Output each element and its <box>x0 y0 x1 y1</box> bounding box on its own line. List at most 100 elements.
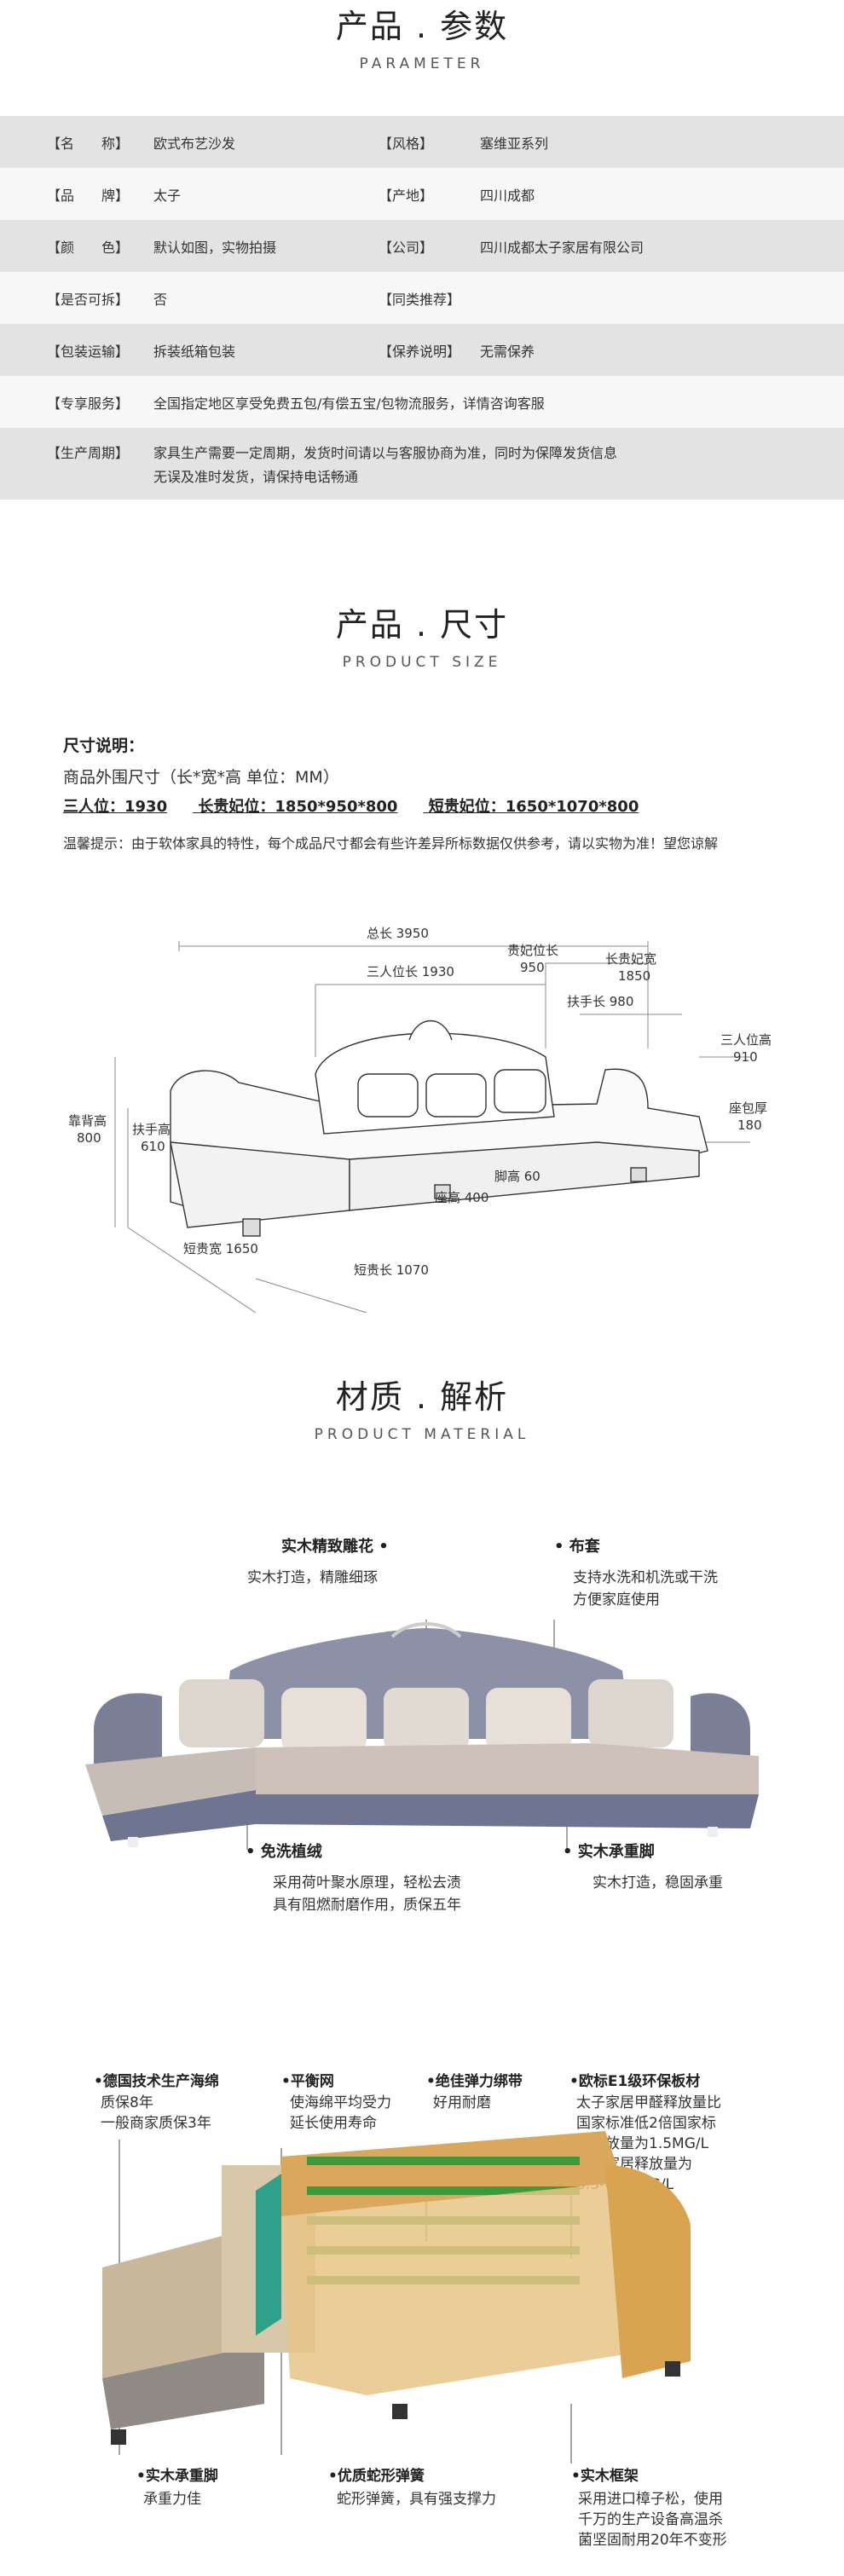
param-row-service: 【专享服务】 全国指定地区享受免费五包/有偿五宝/包物流服务，详情咨询客服 <box>0 376 844 428</box>
param-value-line: 家具生产需要一定周期，发货时间请以与客服协商为准，同时为保障发货信息 <box>153 445 618 461</box>
parameter-title-en: PARAMETER <box>359 55 485 72</box>
material-title-en: PRODUCT MATERIAL <box>314 1426 530 1443</box>
dim-arm-h: 扶手高 <box>132 1122 171 1137</box>
sofa-photo <box>85 1620 759 1850</box>
struct-spring-title: •优质蛇形弹簧 <box>328 2468 425 2485</box>
callout-cover-desc: 支持水洗和机洗或干洗 方便家庭使用 <box>573 1567 718 1611</box>
struct-net-title: •平衡网 <box>281 2073 334 2090</box>
callout-cover-line: 支持水洗和机洗或干洗 <box>573 1569 718 1586</box>
parameter-section-title: 产品 . 参数 PARAMETER <box>0 0 844 72</box>
param-label: 【保养说明】 <box>379 343 461 360</box>
dim-leg-h: 脚高 60 <box>494 1169 541 1184</box>
param-value: 家具生产需要一定周期，发货时间请以与客服协商为准，同时为保障发货信息 无误及准时… <box>153 442 617 489</box>
struct-frame-line: 菌坚固耐用20年不变形 <box>578 2532 727 2549</box>
callout-flock-desc: 采用荷叶聚水原理，轻松去渍 具有阻燃耐磨作用，质保五年 <box>273 1872 461 1916</box>
dim-three-h: 三人位高 <box>720 1032 772 1048</box>
dim-long-w: 长贵妃宽 <box>605 951 656 967</box>
param-value: 默认如图，实物拍摄 <box>153 239 277 256</box>
param-label: 【生产周期】 <box>47 445 130 461</box>
param-label: 【专享服务】 <box>47 395 130 412</box>
callout-carving-desc: 实木打造，精雕细琢 <box>247 1569 378 1586</box>
callout-cover-title: • 布套 <box>554 1538 600 1556</box>
struct-sponge-desc: 质保8年 一般商家质保3年 <box>101 2093 211 2134</box>
param-value: 否 <box>153 291 168 308</box>
struct-sponge-line: 质保8年 <box>101 2094 153 2111</box>
dim-back-h-value: 800 <box>77 1130 101 1146</box>
param-value: 塞维亚系列 <box>480 135 549 152</box>
struct-spring-desc: 蛇形弹簧，具有强支撑力 <box>337 2491 496 2508</box>
param-value: 四川成都太子家居有限公司 <box>480 239 645 256</box>
callout-flock-title: • 免洗植绒 <box>246 1843 322 1861</box>
struct-board-line: 国家标准低2倍国家标 <box>576 2115 716 2132</box>
dim-total-len: 总长 3950 <box>367 926 429 941</box>
parameter-title-cn: 产品 . 参数 <box>335 8 509 45</box>
size-dim: 三人位：1930 <box>63 798 168 816</box>
material-section-title: 材质 . 解析 PRODUCT MATERIAL <box>0 1371 844 1443</box>
size-info: 尺寸说明： 商品外围尺寸（长*宽*高 单位：MM） 三人位：1930 长贵妃位：… <box>63 733 813 852</box>
param-label: 【品 牌】 <box>47 187 130 204</box>
param-value: 无需保养 <box>480 343 535 360</box>
struct-frame-desc: 采用进口樟子松，使用 千万的生产设备高温杀 菌坚固耐用20年不变形 <box>578 2489 727 2550</box>
size-outer-dims: 商品外围尺寸（长*宽*高 单位：MM） <box>63 768 339 787</box>
dim-chaise-len: 贵妃位长 <box>507 943 558 958</box>
dim-long-w-value: 1850 <box>618 968 650 984</box>
material-title-cn: 材质 . 解析 <box>335 1378 509 1416</box>
param-label: 【产地】 <box>379 187 434 204</box>
sofa-outline <box>170 1019 708 1237</box>
sofa-structure-image <box>102 2131 691 2463</box>
param-row-color: 【颜 色】 默认如图，实物拍摄 【公司】 四川成都太子家居有限公司 <box>0 220 844 272</box>
struct-net-desc: 使海绵平均受力 延长使用寿命 <box>290 2093 391 2134</box>
param-row-production: 【生产周期】 家具生产需要一定周期，发货时间请以与客服协商为准，同时为保障发货信… <box>0 428 844 500</box>
size-heading: 尺寸说明： <box>63 736 145 755</box>
dim-arm-len: 扶手长 980 <box>567 994 633 1009</box>
param-row-brand: 【品 牌】 太子 【产地】 四川成都 <box>0 168 844 220</box>
struct-frame-line: 采用进口樟子松，使用 <box>578 2491 723 2508</box>
param-value: 欧式布艺沙发 <box>153 135 236 152</box>
param-label: 【公司】 <box>379 239 434 256</box>
param-label: 【颜 色】 <box>47 239 130 256</box>
size-section-title: 产品 . 尺寸 PRODUCT SIZE <box>0 598 844 671</box>
param-row-packaging: 【包装运输】 拆装纸箱包装 【保养说明】 无需保养 <box>0 324 844 376</box>
param-value: 全国指定地区享受免费五包/有偿五宝/包物流服务，详情咨询客服 <box>153 395 545 412</box>
param-row-removable: 【是否可拆】 否 【同类推荐】 <box>0 272 844 324</box>
size-dims: 三人位：1930 长贵妃位：1850*950*800 短贵妃位：1650*107… <box>63 794 813 817</box>
struct-sponge-title: •德国技术生产海绵 <box>94 2073 219 2090</box>
dim-seat-thick-value: 180 <box>737 1118 762 1133</box>
param-label: 【风格】 <box>379 135 434 152</box>
struct-frame-line: 千万的生产设备高温杀 <box>578 2511 723 2528</box>
dim-arm-h-value: 610 <box>141 1139 165 1154</box>
size-tip: 温馨提示：由于软体家具的特性，每个成品尺寸都会有些许差异所标数据仅供参考，请以实… <box>63 835 719 852</box>
param-value-line: 无误及准时发货，请保持电话畅通 <box>153 469 359 485</box>
dim-three-len: 三人位长 1930 <box>367 964 454 979</box>
dim-back-h: 靠背高 <box>68 1113 107 1129</box>
size-title-cn: 产品 . 尺寸 <box>335 606 509 644</box>
struct-board-title: •欧标E1级环保板材 <box>569 2073 701 2090</box>
struct-strap-desc: 好用耐磨 <box>433 2094 491 2111</box>
struct-net-line: 使海绵平均受力 <box>290 2094 391 2111</box>
callout-flock-line: 采用荷叶聚水原理，轻松去渍 <box>273 1874 461 1892</box>
param-label: 【包装运输】 <box>47 343 130 360</box>
callout-cover-line: 方便家庭使用 <box>573 1591 660 1609</box>
dim-three-h-value: 910 <box>733 1049 758 1065</box>
size-dim: 长贵妃位：1850*950*800 <box>198 798 398 816</box>
dim-short-len: 短贵长 1070 <box>354 1262 429 1278</box>
param-value: 四川成都 <box>480 187 535 204</box>
param-label: 【是否可拆】 <box>47 291 130 308</box>
struct-frame-title: •实木框架 <box>571 2468 639 2485</box>
size-dim: 短贵妃位：1650*1070*800 <box>428 798 639 816</box>
dim-seat-h: 座高 400 <box>435 1190 488 1205</box>
struct-net-line: 延长使用寿命 <box>290 2115 377 2132</box>
dim-short-w: 短贵宽 1650 <box>183 1241 258 1256</box>
dim-chaise-len-value: 950 <box>520 960 545 975</box>
struct-board-line: 太子家居甲醛释放量比 <box>576 2094 721 2111</box>
struct-strap-title: •绝佳弹力绑带 <box>426 2073 523 2090</box>
param-label: 【同类推荐】 <box>379 291 461 308</box>
callout-leg-title: • 实木承重脚 <box>563 1843 655 1861</box>
param-row-name: 【名 称】 欧式布艺沙发 【风格】 塞维亚系列 <box>0 116 844 168</box>
size-diagram: 总长 3950 三人位长 1930 贵妃位长 950 长贵妃宽 1850 扶手长… <box>68 926 772 1313</box>
size-title-en: PRODUCT SIZE <box>342 654 502 671</box>
param-value: 太子 <box>153 187 182 204</box>
struct-sponge-line: 一般商家质保3年 <box>101 2115 211 2132</box>
dim-seat-thick: 座包厚 <box>729 1100 767 1116</box>
